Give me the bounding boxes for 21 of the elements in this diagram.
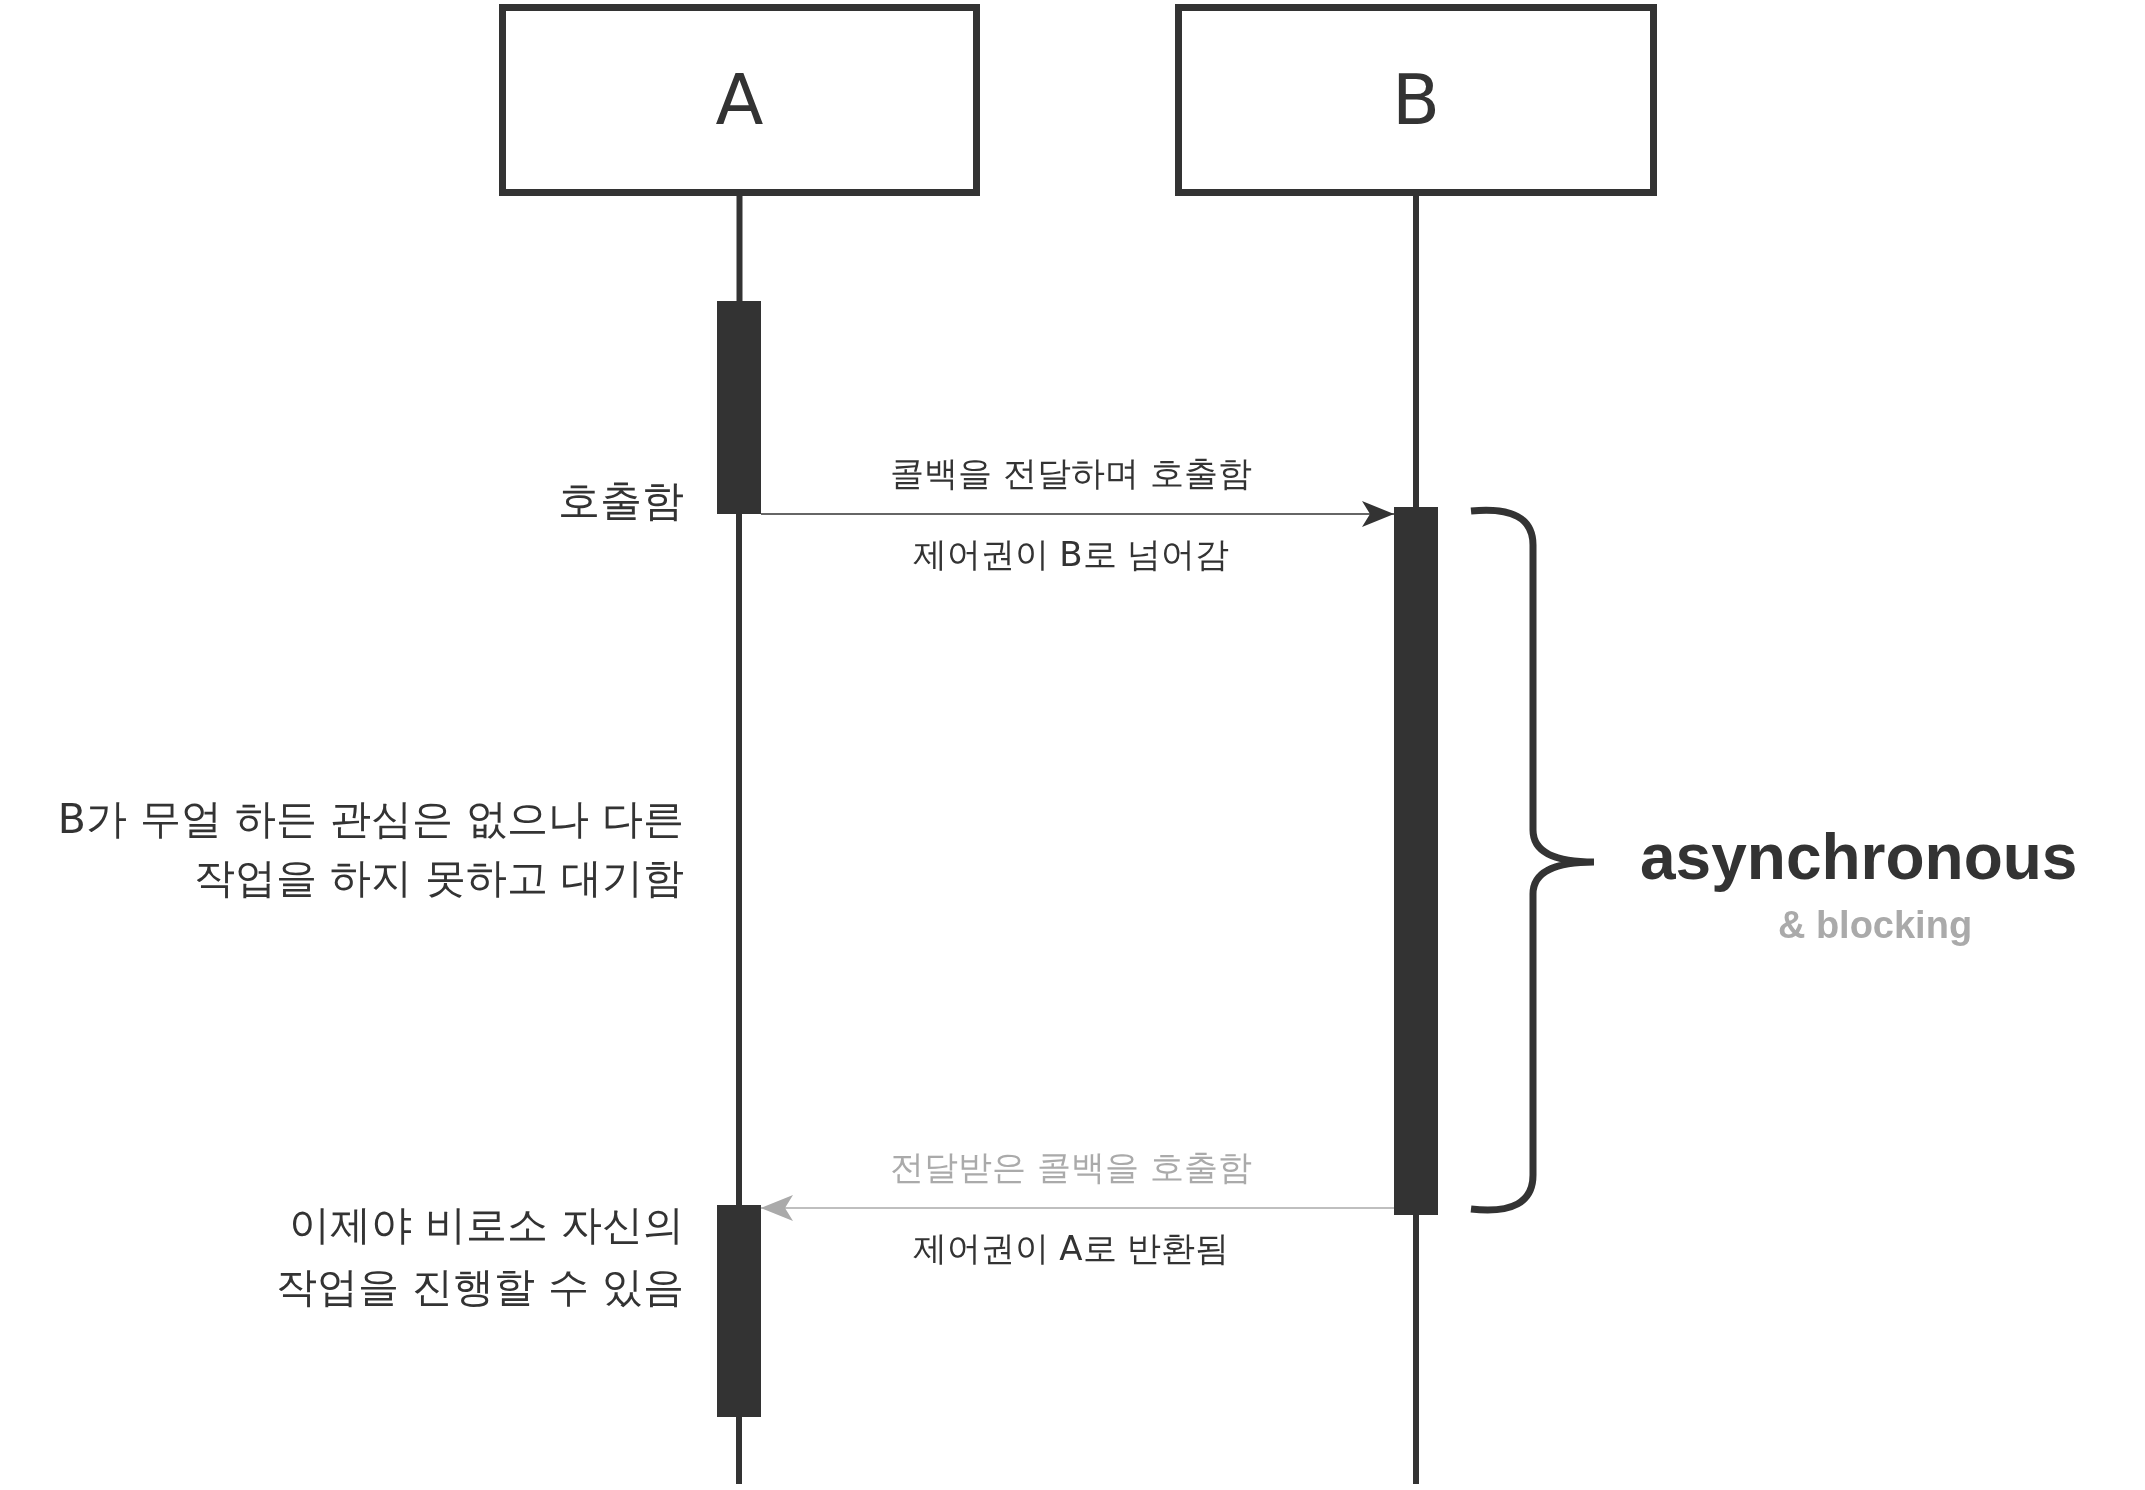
lifeline	[736, 196, 743, 301]
lifeline	[1413, 1215, 1419, 1484]
activation-bar	[1394, 507, 1438, 1215]
note-text: 호출함	[557, 475, 684, 527]
message-arrow	[760, 1195, 1395, 1221]
participant-box: B	[1175, 4, 1657, 196]
lifeline	[736, 1417, 742, 1484]
message-note: 제어권이 B로 넘어감	[911, 533, 1231, 576]
note-text: 이제야 비로소 자신의 작업을 진행할 수 있음	[274, 1200, 684, 1313]
edge-label: 전달받은 콜백을 호출함	[889, 1146, 1253, 1189]
edge-label: 콜백을 전달하며 호출함	[889, 452, 1253, 495]
subheading-text: & blocking	[1776, 903, 1974, 948]
participant-box: A	[499, 4, 980, 196]
lifeline	[736, 514, 742, 1205]
heading-text: asynchronous	[1640, 820, 2079, 895]
activation-bar	[717, 301, 761, 514]
message-note: 제어권이 A로 반환됨	[911, 1227, 1231, 1270]
note-text: B가 무얼 하든 관심은 없으나 다른 작업을 하지 못하고 대기함	[56, 794, 684, 904]
message-arrow	[760, 501, 1395, 527]
lifeline	[1413, 196, 1419, 507]
activation-bar	[717, 1205, 761, 1417]
